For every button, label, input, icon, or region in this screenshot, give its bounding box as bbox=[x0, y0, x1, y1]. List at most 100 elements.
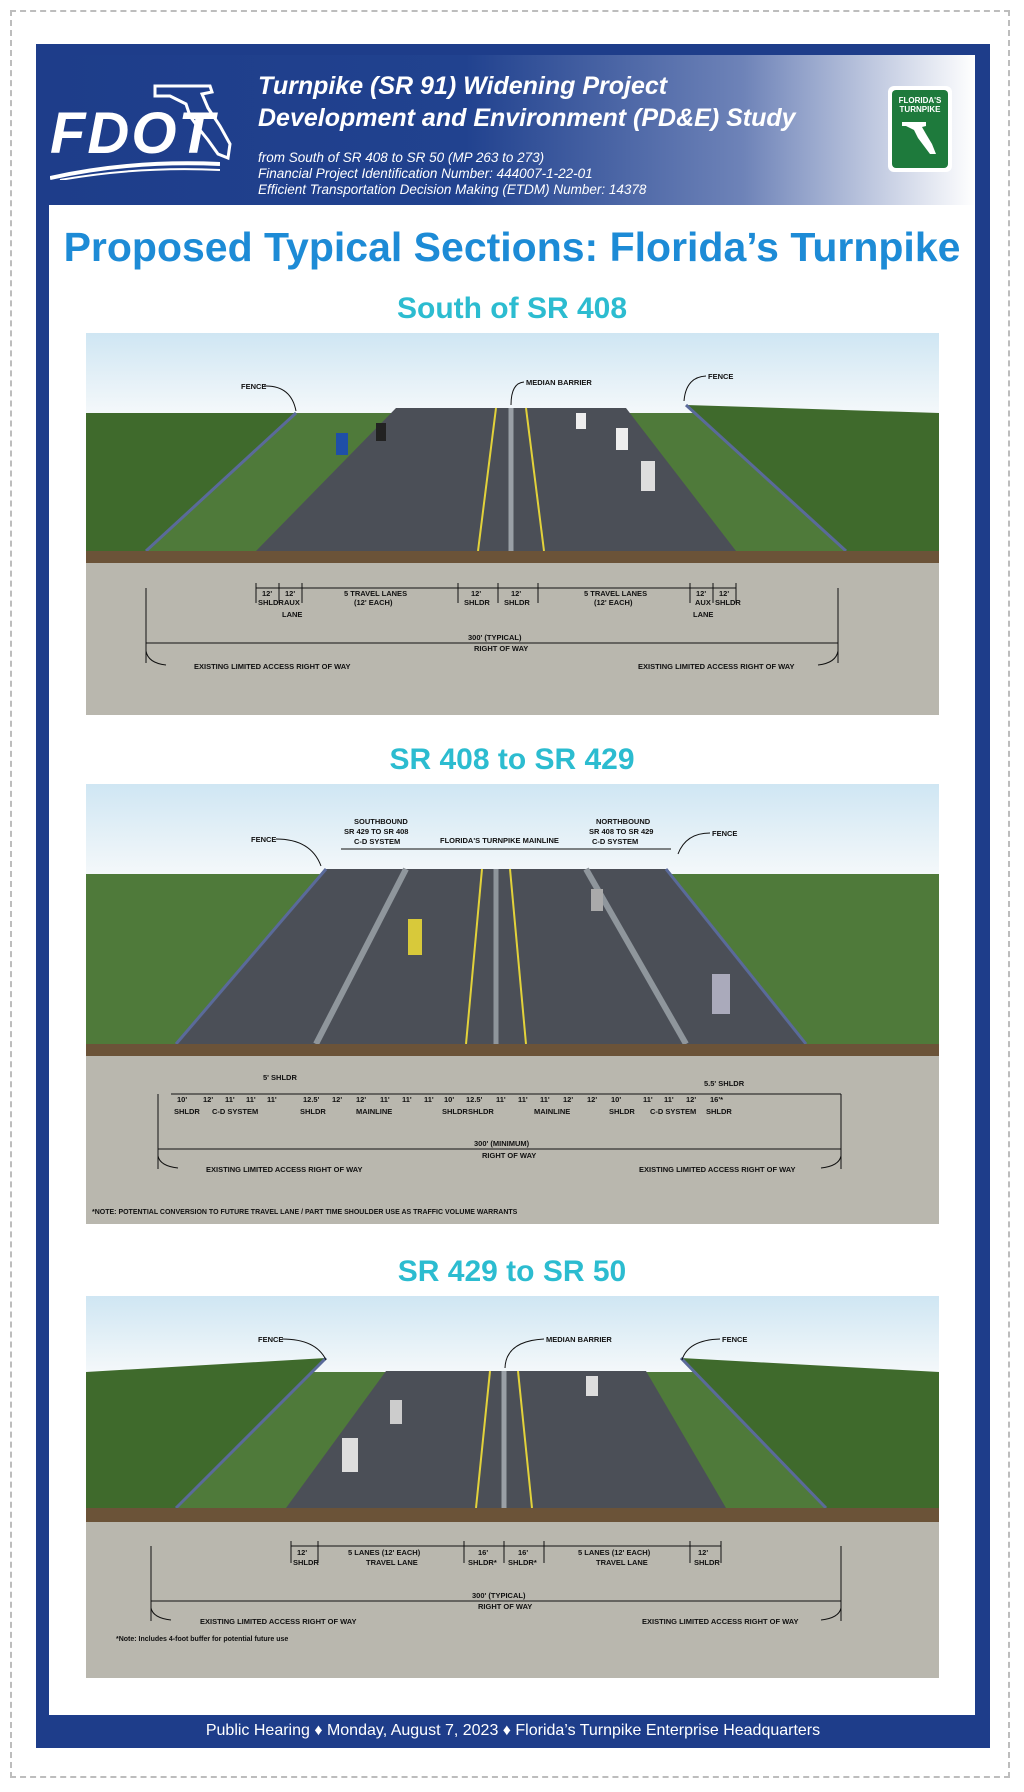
shldr-right-top: 5.5' SHLDR bbox=[704, 1079, 745, 1088]
sb-cd-line2: SR 429 TO SR 408 bbox=[344, 827, 408, 836]
row-label: RIGHT OF WAY bbox=[474, 644, 528, 653]
shldr-left-top: 5' SHLDR bbox=[263, 1073, 297, 1082]
dim-ticks-1 bbox=[255, 583, 737, 603]
section-title-sr429-sr50: SR 429 to SR 50 bbox=[397, 1255, 627, 1288]
dim-l-6: SHLDR bbox=[468, 1107, 494, 1116]
dim-7-top: 12' bbox=[696, 589, 706, 598]
turnpike-logo-line1: FLORIDA'S bbox=[898, 96, 942, 105]
sb-cd-line1: SOUTHBOUND bbox=[354, 817, 408, 826]
dim-2-bottom: AUX bbox=[284, 598, 300, 607]
dim-2-top: 12' bbox=[285, 589, 295, 598]
median-label: MEDIAN BARRIER bbox=[526, 378, 592, 387]
dim-v-16: 11' bbox=[540, 1095, 550, 1104]
dim-v-8: 12' bbox=[356, 1095, 366, 1104]
fence-left-label: FENCE bbox=[251, 835, 276, 844]
dim-v-9: 11' bbox=[380, 1095, 390, 1104]
dim-v-14: 11' bbox=[496, 1095, 506, 1104]
dim-l-2: C-D SYSTEM bbox=[212, 1107, 258, 1116]
dim-v-17: 12' bbox=[563, 1095, 573, 1104]
dim-l-1: SHLDR bbox=[174, 1107, 200, 1116]
sb-cd-line3: C-D SYSTEM bbox=[354, 837, 400, 846]
dim-2-extra: LANE bbox=[282, 610, 302, 619]
dim-v-10: 11' bbox=[402, 1095, 412, 1104]
header-banner bbox=[49, 55, 975, 205]
dim-6-top: 12' bbox=[698, 1548, 708, 1557]
dim-5-top: 5 LANES (12' EACH) bbox=[578, 1548, 651, 1557]
dim-8-bottom: SHLDR bbox=[715, 598, 741, 607]
nb-cd-line3: C-D SYSTEM bbox=[592, 837, 638, 846]
dim-5-top: 12' bbox=[511, 589, 521, 598]
dim-l-10: SHLDR bbox=[706, 1107, 732, 1116]
callout-fence-left: FENCE bbox=[251, 835, 322, 867]
dim-3-bottom: SHLDR* bbox=[468, 1558, 497, 1567]
dim-3-bottom: (12' EACH) bbox=[354, 598, 393, 607]
fence-right-label: FENCE bbox=[712, 829, 737, 838]
callout-fence-left: FENCE bbox=[258, 1335, 327, 1361]
dim-7-extra: LANE bbox=[693, 610, 713, 619]
dim-v-15: 11' bbox=[518, 1095, 528, 1104]
dim-v-18: 12' bbox=[587, 1095, 597, 1104]
dim-2-bottom: TRAVEL LANE bbox=[366, 1558, 418, 1567]
turnpike-logo-line2: TURNPIKE bbox=[899, 105, 941, 114]
existing-row-left: EXISTING LIMITED ACCESS RIGHT OF WAY bbox=[194, 662, 351, 671]
dim-v-22: 12' bbox=[686, 1095, 696, 1104]
dim-v-2: 12' bbox=[203, 1095, 213, 1104]
dim-4-bottom: SHLDR bbox=[464, 598, 490, 607]
dim-7-bottom: AUX bbox=[695, 598, 711, 607]
dim-v-12: 10' bbox=[444, 1095, 454, 1104]
callout-sb-cd: SOUTHBOUND SR 429 TO SR 408 C-D SYSTEM bbox=[344, 817, 408, 846]
header-title: Turnpike (SR 91) Widening Project Develo… bbox=[258, 70, 796, 134]
fence-left-label: FENCE bbox=[241, 382, 266, 391]
dim-l-4: MAINLINE bbox=[356, 1107, 392, 1116]
header-subtitle: from South of SR 408 to SR 50 (MP 263 to… bbox=[258, 150, 646, 198]
header-sub-fpid: Financial Project Identification Number:… bbox=[258, 166, 593, 181]
fence-right-label: FENCE bbox=[708, 372, 733, 381]
dim-4-top: 12' bbox=[471, 589, 481, 598]
header-title-line1: Turnpike (SR 91) Widening Project bbox=[258, 72, 668, 100]
existing-row-right: EXISTING LIMITED ACCESS RIGHT OF WAY bbox=[639, 1165, 796, 1174]
florida-map-icon bbox=[902, 122, 936, 154]
dim-2-top: 5 LANES (12' EACH) bbox=[348, 1548, 421, 1557]
page-title: Proposed Typical Sections: Florida’s Tur… bbox=[63, 224, 961, 270]
florida-outline-icon bbox=[153, 84, 232, 161]
dim-5-bottom: TRAVEL LANE bbox=[596, 1558, 648, 1567]
existing-row-right: EXISTING LIMITED ACCESS RIGHT OF WAY bbox=[642, 1617, 799, 1626]
callout-median: MEDIAN BARRIER bbox=[510, 378, 592, 406]
section-title-south-sr408: South of SR 408 bbox=[396, 292, 628, 325]
median-label: MEDIAN BARRIER bbox=[546, 1335, 612, 1344]
dim-v-23: 16'* bbox=[710, 1095, 723, 1104]
dim-v-20: 11' bbox=[643, 1095, 653, 1104]
existing-row-left: EXISTING LIMITED ACCESS RIGHT OF WAY bbox=[206, 1165, 363, 1174]
callout-fence-right: FENCE bbox=[683, 372, 733, 402]
dim-v-4: 11' bbox=[246, 1095, 256, 1104]
dim-v-5: 11' bbox=[267, 1095, 277, 1104]
section-panel-sr429-sr50: FENCE MEDIAN BARRIER FENCE 12' SHLDR 5 L… bbox=[86, 1296, 939, 1678]
dim-v-3: 11' bbox=[225, 1095, 235, 1104]
mainline-label: FLORIDA'S TURNPIKE MAINLINE bbox=[440, 836, 559, 845]
nb-cd-line2: SR 408 TO SR 429 bbox=[589, 827, 653, 836]
dim-8-top: 12' bbox=[719, 589, 729, 598]
dim-v-13: 12.5' bbox=[466, 1095, 483, 1104]
dim-4-bottom: SHLDR* bbox=[508, 1558, 537, 1567]
header-title-line2: Development and Environment (PD&E) Study bbox=[258, 104, 796, 132]
header-sub-limits: from South of SR 408 to SR 50 (MP 263 to… bbox=[258, 150, 545, 165]
callout-fence-right: FENCE bbox=[677, 829, 737, 855]
page-border bbox=[10, 10, 1010, 1778]
dim-6-bottom: (12' EACH) bbox=[594, 598, 633, 607]
row-width-label: 300' (MINIMUM) bbox=[474, 1139, 530, 1148]
dim-v-6: 12.5' bbox=[303, 1095, 320, 1104]
header-sub-etdm: Efficient Transportation Decision Making… bbox=[258, 182, 647, 197]
dim-1-top: 12' bbox=[297, 1548, 307, 1557]
dim-v-19: 10' bbox=[611, 1095, 621, 1104]
dim-ticks-3 bbox=[290, 1541, 722, 1563]
dim-1-top: 12' bbox=[262, 589, 272, 598]
dim-l-7: MAINLINE bbox=[534, 1107, 570, 1116]
dim-3-top: 5 TRAVEL LANES bbox=[344, 589, 407, 598]
typical-section-illustration-1: FENCE MEDIAN BARRIER FENCE 12' SHLDR 12'… bbox=[86, 333, 939, 715]
dim-5-bottom: SHLDR bbox=[504, 598, 530, 607]
dim-values-2: 10' 12' 11' 11' 11' 12.5' 12' 12' 11' 11… bbox=[177, 1095, 723, 1104]
dim-3-top: 16' bbox=[478, 1548, 488, 1557]
callout-median: MEDIAN BARRIER bbox=[504, 1335, 612, 1369]
fence-right-label: FENCE bbox=[722, 1335, 747, 1344]
dim-v-7: 12' bbox=[332, 1095, 342, 1104]
